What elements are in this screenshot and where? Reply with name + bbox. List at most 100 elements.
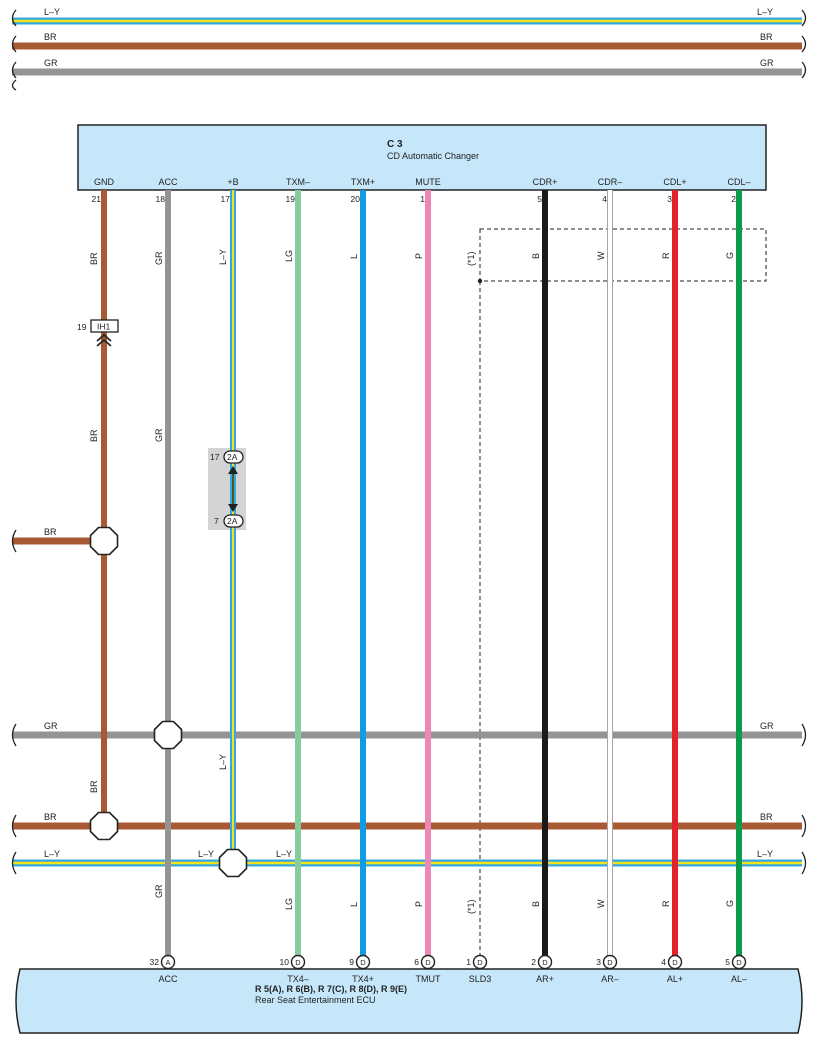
code-l-upper: L (349, 254, 359, 259)
2a-bottom-pin: 7 (214, 516, 219, 526)
upper-pin-number: 3 (667, 194, 672, 204)
terminal-circle (160, 954, 176, 970)
upper-pin-label: MUTE (415, 177, 441, 187)
terminal-pin-number: 10 (280, 957, 290, 967)
upper-pin-label: CDL– (727, 177, 750, 187)
code-plusb-lower: L–Y (218, 754, 228, 770)
code-p-upper: P (414, 253, 424, 259)
terminal-circle (667, 954, 683, 970)
connector-ih1: IH1 19 (77, 319, 119, 347)
top-wire-gr: GR GR (12, 58, 802, 76)
upper-pin-number: 20 (351, 194, 361, 204)
ih1-label: IH1 (97, 322, 111, 332)
terminal-circle (290, 954, 306, 970)
terminal-pin-label: TX4+ (352, 974, 374, 984)
terminal-circle (420, 954, 436, 970)
terminal-connector-letter: D (542, 958, 548, 967)
2a-top-label: 2A (227, 452, 238, 462)
top-wire-gr-label-right: GR (760, 58, 774, 68)
terminal-pin-number: 3 (596, 957, 601, 967)
gr-branch-label-right: GR (760, 721, 774, 731)
splice-br-lower (89, 811, 119, 841)
upper-pin-label: +B (227, 177, 238, 187)
rear-ecu-code: R 5(A), R 6(B), R 7(C), R 8(D), R 9(E) (255, 984, 407, 994)
br-branch-label-left: BR (44, 812, 57, 822)
top-wire-ly-label-right: L–Y (757, 7, 773, 17)
rear-ecu-box (15, 968, 803, 1034)
ly-branch-label-right: L–Y (757, 849, 773, 859)
code-gnd-mid: BR (89, 429, 99, 442)
terminal-circle (472, 954, 488, 970)
terminal-pin-label: TMUT (416, 974, 441, 984)
side-wire-breaks (11, 529, 807, 875)
splice-points (89, 526, 248, 878)
top-wire-break-right (801, 9, 807, 79)
wire-code-labels: BR BR BR GR GR GR L–Y L–Y LG LG L L P P … (89, 249, 735, 914)
upper-pin-number: 18 (156, 194, 166, 204)
top-wire-br: BR BR (12, 32, 802, 50)
ly-branch-label-mid-a: L–Y (198, 849, 214, 859)
2a-top-pin: 17 (210, 452, 220, 462)
top-wire-gr-label-left: GR (44, 58, 58, 68)
code-r-upper: R (661, 252, 671, 259)
2a-bottom-label: 2A (227, 516, 238, 526)
code-lg-lower: LG (284, 898, 294, 910)
terminal-connector-letter: D (360, 958, 366, 967)
upper-pin-label: CDL+ (663, 177, 686, 187)
code-g-lower: G (725, 900, 735, 907)
code-shield-lower: (*1) (466, 899, 476, 914)
ih1-chevron-icon (96, 333, 112, 347)
code-lg-upper: LG (284, 250, 294, 262)
terminal-connector-letter: D (295, 958, 301, 967)
br-branch-label-right: BR (760, 812, 773, 822)
upper-pin-label: TXM– (286, 177, 310, 187)
terminal-pin-label: AR– (601, 974, 619, 984)
code-g-upper: G (725, 252, 735, 259)
terminal-pin-label: AL– (731, 974, 747, 984)
rear-ecu-name: Rear Seat Entertainment ECU (255, 995, 376, 1005)
terminal-connector-letter: D (607, 958, 613, 967)
upper-pin-labels: GND21ACC18+B17TXM–19TXM+20MUTE1CDR+5CDR–… (92, 177, 751, 204)
2a-down-arrow-icon (228, 504, 238, 512)
upper-pin-number: 19 (286, 194, 296, 204)
upper-pin-number: 17 (221, 194, 231, 204)
upper-pin-number: 2 (731, 194, 736, 204)
upper-pin-number: 4 (602, 194, 607, 204)
code-b-lower: B (531, 901, 541, 907)
code-w-upper: W (596, 251, 606, 260)
terminal-pin-number: 4 (661, 957, 666, 967)
upper-pin-number: 1 (420, 194, 425, 204)
terminal-connector-letter: A (165, 958, 170, 967)
gr-branch-wire: GR GR (12, 721, 802, 739)
top-wire-ly-label-left: L–Y (44, 7, 60, 17)
splice-gr (153, 720, 183, 750)
top-wire-br-label-left: BR (44, 32, 57, 42)
terminal-connector-letter: D (477, 958, 483, 967)
terminal-pin-label: TX4– (287, 974, 309, 984)
top-wire-ly: L–Y L–Y (12, 7, 802, 25)
code-shield-upper: (*1) (466, 251, 476, 266)
upper-pin-label: ACC (158, 177, 178, 187)
terminal-circle (537, 954, 553, 970)
br-left-stub-label: BR (44, 527, 57, 537)
code-acc-mid: GR (154, 428, 164, 442)
terminal-connector-letter: D (672, 958, 678, 967)
cd-changer-code: C 3 (387, 139, 403, 150)
shield-lines (479, 228, 767, 957)
code-plusb-upper: L–Y (218, 249, 228, 265)
terminal-circle (355, 954, 371, 970)
code-w-lower: W (596, 899, 606, 908)
top-wire-br-label-right: BR (760, 32, 773, 42)
shield-junction-dot (477, 278, 483, 284)
upper-pin-label: GND (94, 177, 115, 187)
code-b-upper: B (531, 253, 541, 259)
br-left-stub: BR (12, 527, 104, 545)
